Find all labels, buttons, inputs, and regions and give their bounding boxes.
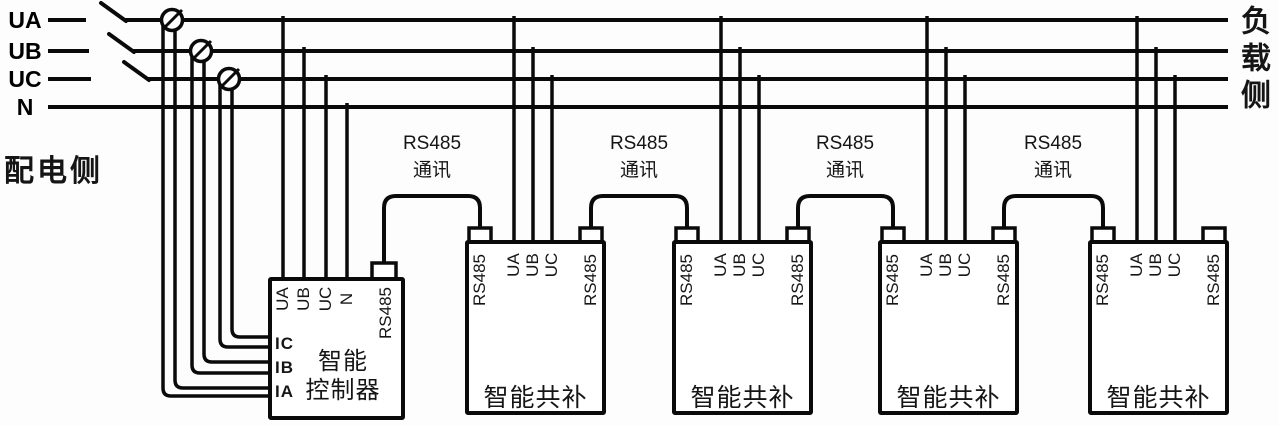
compensator3-terminal-ua: UA — [917, 253, 936, 277]
switch-blades — [99, 1, 151, 82]
compensator3-rs485-right: RS485 — [994, 254, 1013, 306]
ct-secondary-wires — [161, 22, 270, 398]
supply-side-label: 配电侧 — [4, 155, 103, 188]
rs485-link-4 — [1002, 194, 1105, 234]
bus-stubs — [48, 18, 91, 81]
comm-label-3-line1: RS485 — [815, 133, 875, 154]
controller-terminal-ib: IB — [275, 358, 294, 377]
controller-terminal-ic: IC — [275, 334, 294, 353]
compensator-box-2: RS485 UA UB UC RS485 智能共补 — [672, 240, 813, 415]
compensator3-rs485-left: RS485 — [883, 254, 902, 306]
compensator1-terminal-ua: UA — [504, 253, 523, 277]
controller-box: UA UB UC N RS485 IC IB IA 智能 控制器 — [268, 277, 405, 420]
controller-terminal-rs485: RS485 — [376, 287, 395, 339]
compensator1-rs485-left: RS485 — [470, 254, 489, 306]
bus-label-ub: UB — [8, 38, 42, 64]
comm-label-4-line2: 通讯 — [1033, 160, 1072, 181]
compensator3-terminal-ub: UB — [936, 253, 955, 277]
controller-terminal-ua: UA — [273, 287, 292, 311]
current-transformer-symbols — [159, 7, 242, 92]
compensator1-taps — [512, 16, 554, 244]
comm-label-2: RS485 通讯 — [579, 130, 699, 184]
controller-terminal-uc: UC — [316, 286, 335, 312]
compensator2-taps — [719, 16, 761, 244]
bus-label-n: N — [16, 94, 34, 120]
comm-label-1: RS485 通讯 — [372, 130, 492, 184]
compensator4-rs485-left: RS485 — [1093, 254, 1112, 306]
compensator2-title: 智能共补 — [690, 384, 795, 412]
compensator4-rs485-right: RS485 — [1204, 254, 1223, 306]
compensator4-terminal-ub: UB — [1146, 253, 1165, 277]
rs485-link-1 — [382, 194, 482, 266]
bus-label-ua: UA — [8, 7, 42, 33]
compensator2-terminal-uc: UC — [749, 252, 768, 278]
compensator2-rs485-right: RS485 — [788, 254, 807, 306]
compensator3-taps — [925, 16, 967, 244]
compensator1-rs485-right: RS485 — [581, 254, 600, 306]
controller-title: 智能 控制器 — [288, 347, 398, 405]
bus-label-uc: UC — [8, 66, 42, 92]
controller-title-line1: 智能 — [318, 348, 368, 375]
compensator-box-1: RS485 UA UB UC RS485 智能共补 — [465, 240, 606, 415]
rs485-link-2 — [589, 194, 689, 234]
compensator1-title: 智能共补 — [483, 384, 588, 412]
compensator-box-4: RS485 UA UB UC RS485 智能共补 — [1088, 240, 1229, 415]
comm-label-3: RS485 通讯 — [785, 130, 905, 184]
comm-label-2-line1: RS485 — [609, 133, 669, 154]
controller-terminal-n: N — [337, 292, 356, 306]
compensator4-title: 智能共补 — [1106, 384, 1211, 412]
rs485-link-3 — [796, 194, 895, 234]
compensator1-terminal-uc: UC — [542, 252, 561, 278]
controller-voltage-taps — [281, 16, 349, 280]
load-side-label: 负载侧 — [1236, 5, 1269, 116]
comm-label-4-line1: RS485 — [1023, 133, 1083, 154]
compensator4-taps — [1135, 16, 1177, 245]
compensator4-terminal-ua: UA — [1127, 253, 1146, 277]
controller-terminal-ub: UB — [294, 287, 313, 311]
compensator2-rs485-left: RS485 — [677, 254, 696, 306]
compensator3-title: 智能共补 — [896, 384, 1001, 412]
comm-label-4: RS485 通讯 — [993, 130, 1113, 184]
ct-slashes — [161, 8, 241, 90]
compensator3-terminal-uc: UC — [955, 252, 974, 278]
compensator1-terminal-ub: UB — [523, 253, 542, 277]
comm-label-2-line2: 通讯 — [619, 160, 658, 181]
compensator4-terminal-uc: UC — [1165, 252, 1184, 278]
controller-terminal-ia: IA — [275, 382, 294, 401]
comm-label-1-line2: 通讯 — [412, 160, 451, 181]
comm-label-3-line2: 通讯 — [825, 160, 864, 181]
controller-title-line2: 控制器 — [305, 377, 381, 404]
comm-label-1-line1: RS485 — [402, 133, 462, 154]
compensator-box-3: RS485 UA UB UC RS485 智能共补 — [878, 240, 1019, 415]
compensator2-terminal-ua: UA — [711, 253, 730, 277]
compensator2-terminal-ub: UB — [730, 253, 749, 277]
